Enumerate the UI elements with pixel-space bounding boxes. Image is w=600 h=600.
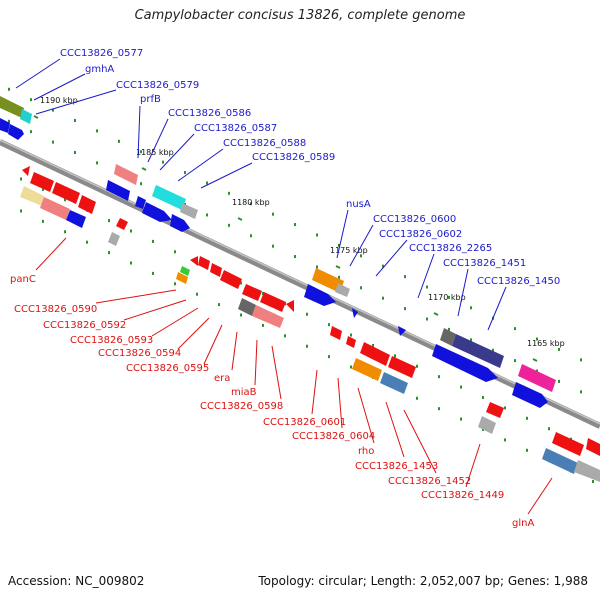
gene-CCC13826_1452b[interactable] [380, 372, 408, 394]
gene-reverse[interactable] [108, 232, 120, 246]
forward-gene-label[interactable]: CCC13826_0589 [252, 152, 335, 163]
forward-gene-label[interactable]: CCC13826_0588 [223, 138, 306, 149]
gene-CCC13826_1451[interactable] [440, 328, 504, 368]
gene-miaB[interactable] [238, 298, 284, 328]
gene-forward[interactable] [135, 196, 190, 232]
reverse-gene-label[interactable]: CCC13826_0601 [263, 417, 346, 428]
gene-CCC13826_0593[interactable] [220, 270, 242, 289]
gene-CCC13826_1450[interactable] [432, 344, 498, 382]
forward-gene-label[interactable]: CCC13826_0579 [116, 80, 199, 91]
kbp-label: 1180 kbp [232, 198, 270, 207]
gene-CCC13826_1449[interactable] [478, 402, 504, 434]
reverse-gene-label[interactable]: CCC13826_0590 [14, 304, 97, 315]
forward-gene-label[interactable]: CCC13826_0587 [194, 123, 277, 134]
gene-CCC13826_0594[interactable] [242, 284, 262, 301]
reverse-gene-label[interactable]: CCC13826_1452 [388, 476, 471, 487]
reverse-gene-label[interactable]: CCC13826_0593 [70, 335, 153, 346]
reverse-gene-label[interactable]: miaB [231, 387, 257, 398]
genome-backbone [0, 139, 600, 429]
gene-CCC13826_0598[interactable] [286, 300, 294, 312]
kbp-label: 1175 kbp [330, 246, 368, 255]
gene-CCC13826_0590[interactable] [176, 266, 190, 284]
reverse-gene-label[interactable]: CCC13826_0604 [292, 431, 375, 442]
accession-text: Accession: NC_009802 [8, 574, 145, 588]
gene-gmhA[interactable] [0, 96, 32, 124]
reverse-gene-label[interactable]: CCC13826_0598 [200, 401, 283, 412]
gene-CCC13826_0595[interactable] [260, 292, 286, 312]
kbp-label: 1170 kbp [428, 293, 466, 302]
gene-reverse[interactable] [116, 218, 128, 230]
gene-CCC13826_0601[interactable] [330, 326, 342, 340]
map-title: Campylobacter concisus 13826, complete g… [134, 8, 466, 23]
kbp-label: 1165 kbp [527, 339, 565, 348]
gene-prfB[interactable] [114, 164, 138, 185]
gene-CCC13826_1452[interactable] [352, 358, 382, 381]
gene-forward[interactable] [106, 180, 130, 201]
gene-CCC13826_0586[interactable] [152, 185, 186, 210]
forward-gene-label[interactable]: CCC13826_1451 [443, 258, 526, 269]
kbp-label: 1185 kbp [136, 148, 174, 157]
gene-CCC13826_0592[interactable] [190, 256, 222, 277]
reverse-gene-label[interactable]: panC [10, 274, 36, 285]
reverse-gene-label[interactable]: CCC13826_1453 [355, 461, 438, 472]
forward-gene-label[interactable]: prfB [140, 94, 161, 105]
gene-panC[interactable] [20, 166, 96, 228]
reverse-gene-label[interactable]: CCC13826_0592 [43, 320, 126, 331]
gene-rho[interactable] [360, 342, 390, 366]
gene-forward[interactable] [518, 364, 556, 392]
gene-forward[interactable] [352, 308, 358, 318]
reverse-gene-label[interactable]: CCC13826_1449 [421, 490, 504, 501]
reverse-gene-label[interactable]: era [214, 373, 230, 384]
gene-nusA[interactable] [312, 268, 344, 293]
reverse-gene-label[interactable]: glnA [512, 518, 534, 529]
gene-CCC13826_0604[interactable] [346, 336, 356, 348]
forward-gene-label[interactable]: nusA [346, 199, 371, 210]
reverse-gene-label[interactable]: CCC13826_0594 [98, 348, 181, 359]
gene-forward[interactable] [8, 124, 24, 140]
forward-gene-label[interactable]: CCC13826_1450 [477, 276, 560, 287]
gene-features [0, 96, 600, 482]
forward-gene-label[interactable]: gmhA [85, 64, 114, 75]
gene-forward[interactable] [0, 118, 10, 133]
gene-forward[interactable] [398, 326, 406, 336]
gene-glnA[interactable] [542, 432, 600, 482]
forward-gene-label[interactable]: CCC13826_0586 [168, 108, 251, 119]
forward-gene-label[interactable]: CCC13826_0600 [373, 214, 456, 225]
forward-gene-label[interactable]: CCC13826_0602 [379, 229, 462, 240]
gene-forward[interactable] [512, 382, 548, 408]
gene-CCC13826_1453[interactable] [388, 356, 416, 378]
forward-gene-label[interactable]: CCC13826_0577 [60, 48, 143, 59]
gene-forward[interactable] [335, 283, 350, 297]
gene-forward[interactable] [304, 284, 336, 306]
gene-CCC13826_0587[interactable] [180, 203, 198, 219]
topology-text: Topology: circular; Length: 2,052,007 bp… [258, 574, 588, 588]
kbp-scale: 1190 kbp 1185 kbp 1180 kbp 1175 kbp 1170 kbp… [33, 96, 565, 362]
reverse-gene-label[interactable]: rho [358, 446, 374, 457]
label-leaders [15, 58, 553, 515]
kbp-label: 1190 kbp [40, 96, 78, 105]
forward-gene-label[interactable]: CCC13826_2265 [409, 243, 492, 254]
reverse-gene-label[interactable]: CCC13826_0595 [126, 363, 209, 374]
